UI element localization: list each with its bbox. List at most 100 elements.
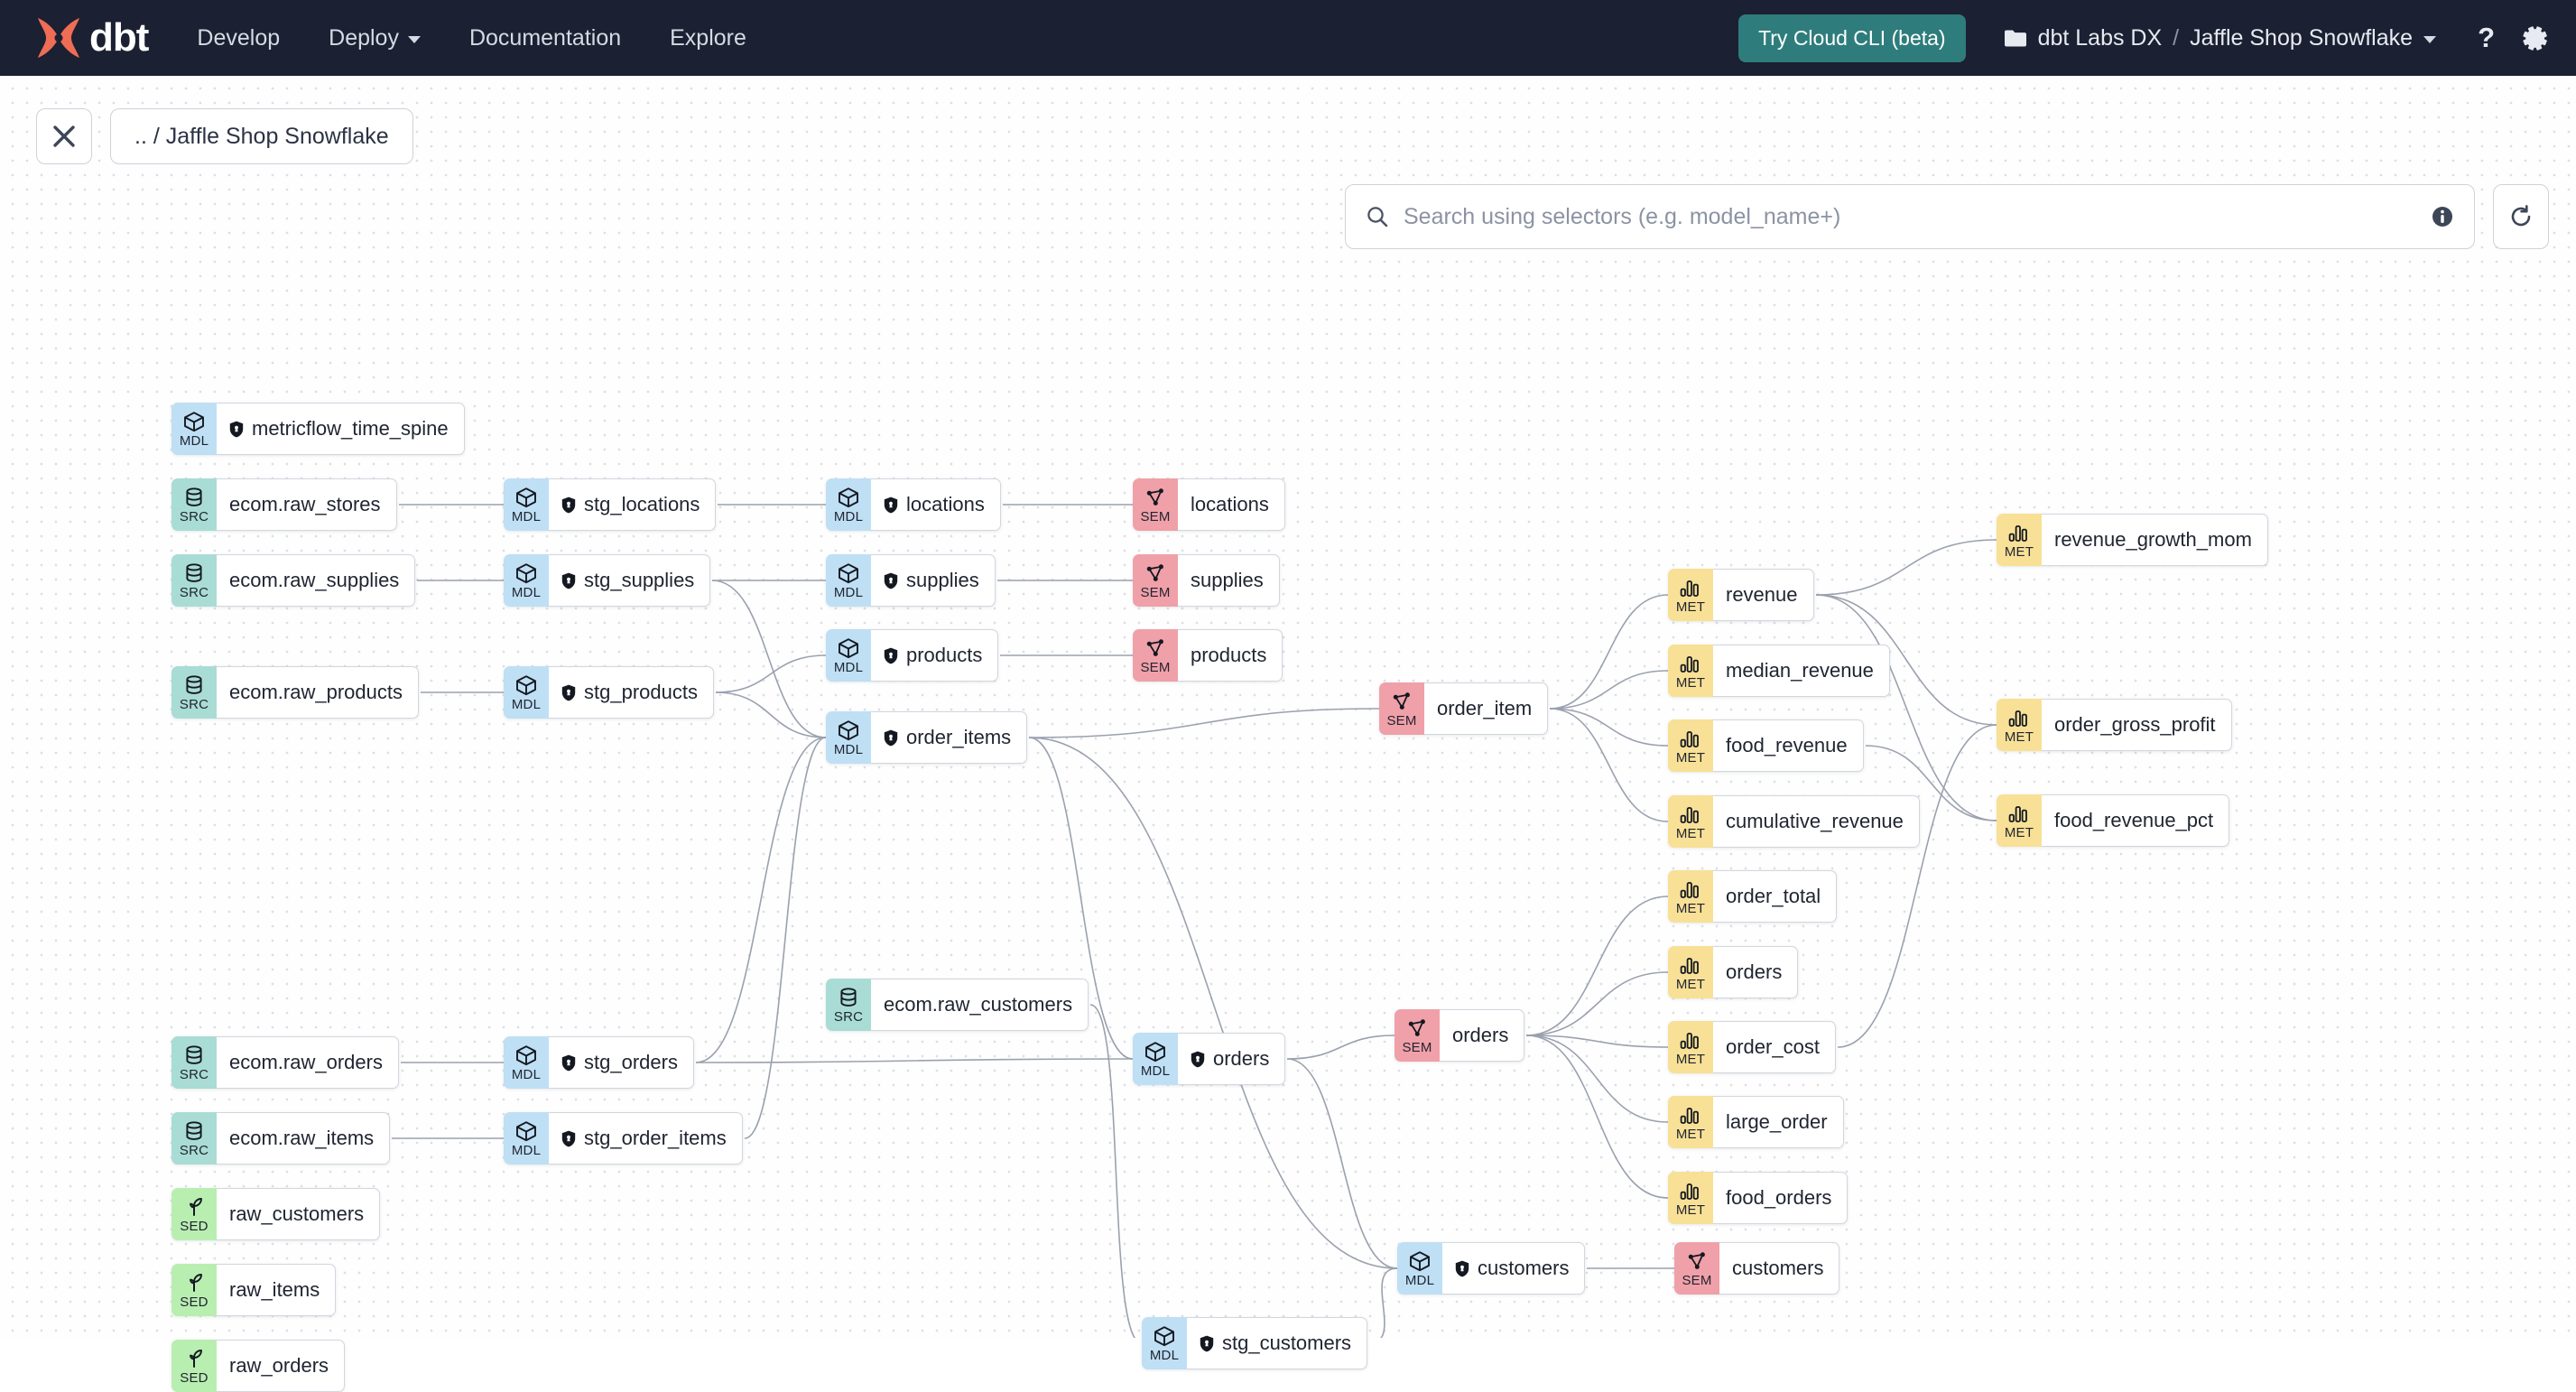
breadcrumb-account[interactable]: dbt Labs DX	[2037, 24, 2163, 51]
shield-icon	[561, 496, 576, 513]
node-body: food_orders	[1713, 1172, 1849, 1224]
node-body: order_gross_profit	[2042, 699, 2232, 751]
node-label: large_order	[1726, 1110, 1828, 1133]
mdl-type-icon: MDL	[504, 1036, 549, 1089]
node-body: stg_customers	[1187, 1317, 1368, 1369]
node-body: stg_products	[549, 666, 714, 719]
gear-icon[interactable]	[2522, 24, 2549, 51]
help-icon[interactable]: ?	[2478, 22, 2495, 53]
lineage-edge-sem_order_item-to-met_revenue	[1549, 594, 1669, 710]
lineage-edge-sem_order_item-to-met_food_revenue	[1549, 708, 1669, 747]
node-body: ecom.raw_supplies	[217, 554, 416, 607]
info-icon[interactable]	[2431, 205, 2454, 228]
met-type-icon: MET	[1668, 1172, 1713, 1224]
search-input[interactable]	[1404, 203, 2416, 230]
node-body: ecom.raw_items	[217, 1112, 391, 1165]
chevron-down-icon	[2423, 36, 2437, 43]
met-type-icon: MET	[1668, 870, 1713, 923]
mdl-type-icon: MDL	[171, 403, 217, 455]
lineage-edge-mdl_stg_customers-to-mdl_customers	[1380, 1267, 1398, 1338]
node-body: median_revenue	[1713, 645, 1890, 697]
node-type-label: MET	[1675, 674, 1706, 691]
sem-type-icon: SEM	[1379, 682, 1424, 735]
nav-label-explore: Explore	[670, 24, 746, 51]
top-navigation-bar: dbt Develop Deploy Documentation Explore…	[0, 0, 2576, 76]
node-body: locations	[871, 478, 1001, 531]
nav-item-explore[interactable]: Explore	[670, 25, 746, 51]
node-body: large_order	[1713, 1096, 1844, 1148]
nav-item-deploy[interactable]: Deploy	[329, 25, 421, 51]
sem-type-icon: SEM	[1133, 629, 1178, 682]
nav-label-deploy: Deploy	[329, 24, 399, 51]
node-type-label: MDL	[511, 584, 542, 600]
graph-node-met_median_revenue[interactable]: MET median_revenue	[1668, 645, 1890, 697]
try-cloud-cli-button[interactable]: Try Cloud CLI (beta)	[1738, 14, 1966, 62]
search-bar[interactable]	[1345, 184, 2475, 249]
node-label: stg_orders	[584, 1051, 678, 1073]
graph-node-stg_orders[interactable]: MDL stg_orders	[504, 1036, 694, 1089]
node-label: cumulative_revenue	[1726, 810, 1904, 832]
shield-icon	[229, 421, 244, 437]
nav-item-develop[interactable]: Develop	[197, 25, 280, 51]
graph-node-metricflow_time_spine[interactable]: MDL metricflow_time_spine	[171, 403, 465, 455]
node-label: order_items	[906, 726, 1012, 748]
dbt-logo[interactable]: dbt	[34, 14, 149, 61]
node-label: metricflow_time_spine	[252, 417, 449, 440]
refresh-button[interactable]	[2493, 184, 2549, 249]
node-label: raw_orders	[229, 1354, 329, 1377]
lineage-edge-met_revenue-to-met_order_gross_profit	[1815, 594, 1997, 726]
node-body: ecom.raw_orders	[217, 1036, 399, 1089]
breadcrumb-project-selector[interactable]: Jaffle Shop Snowflake	[2190, 25, 2437, 51]
close-button[interactable]	[36, 108, 92, 164]
lineage-graph-canvas[interactable]: .. / Jaffle Shop Snowflake MDL metricflow…	[0, 76, 2576, 1392]
graph-breadcrumb[interactable]: .. / Jaffle Shop Snowflake	[110, 108, 413, 164]
met-type-icon: MET	[1997, 794, 2042, 847]
node-body: food_revenue_pct	[2042, 794, 2230, 847]
mdl-type-icon: MDL	[504, 666, 549, 719]
node-body: order_items	[871, 711, 1028, 764]
lineage-edge-sem_order_item-to-met_cumulative_revenue	[1549, 708, 1669, 822]
nav-item-documentation[interactable]: Documentation	[469, 25, 621, 51]
lineage-edge-mdl_orders-to-sem_orders	[1286, 1035, 1395, 1060]
nav-label-develop: Develop	[197, 24, 281, 51]
node-body: products	[1178, 629, 1283, 682]
node-body: supplies	[1178, 554, 1280, 607]
